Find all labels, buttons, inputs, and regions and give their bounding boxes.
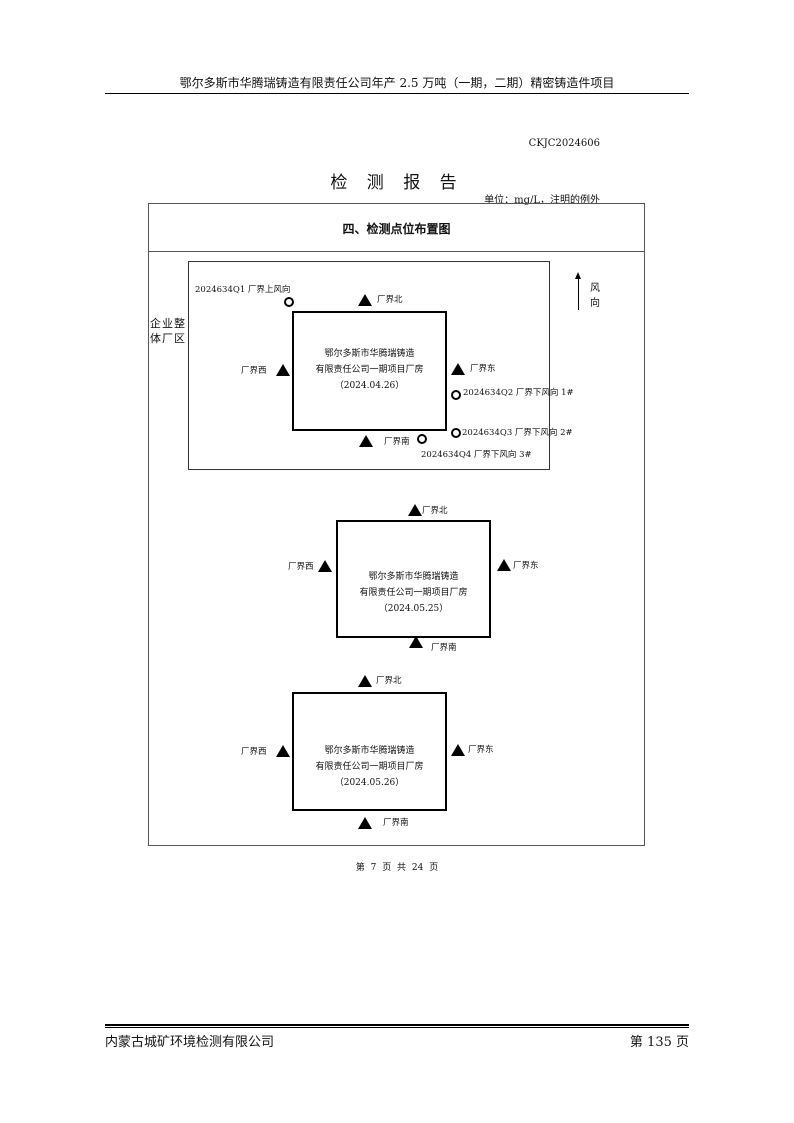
wind-label: 风向 bbox=[590, 283, 600, 309]
east-2-label: 厂界东 bbox=[513, 561, 539, 571]
building-2-date: （2024.05.25） bbox=[378, 604, 449, 614]
section-divider bbox=[148, 251, 645, 252]
q1-label: 2024634Q1 厂界上风向 bbox=[195, 285, 291, 295]
north-3-triangle-icon bbox=[358, 675, 372, 687]
diagram-frame bbox=[148, 203, 645, 846]
q4-label: 2024634Q4 厂界下风向 3# bbox=[421, 450, 532, 460]
building-2-line1: 鄂尔多斯市华腾瑞铸造 bbox=[368, 572, 459, 582]
south-2-label: 厂界南 bbox=[431, 643, 457, 653]
east-1-label: 厂界东 bbox=[470, 364, 496, 374]
building-2-line2: 有限责任公司一期项目厂房 bbox=[359, 588, 468, 598]
building-3 bbox=[292, 692, 447, 811]
south-1-label: 厂界南 bbox=[384, 437, 410, 447]
north-1-label: 厂界北 bbox=[377, 295, 403, 305]
building-1-label: 鄂尔多斯市华腾瑞铸造 有限责任公司一期项目厂房 （2024.04.26） bbox=[292, 346, 447, 394]
north-2-triangle-icon bbox=[408, 504, 422, 516]
q2-circle-icon bbox=[451, 390, 461, 400]
building-2-label: 鄂尔多斯市华腾瑞铸造 有限责任公司一期项目厂房 （2024.05.25） bbox=[336, 569, 491, 617]
north-2-label: 厂界北 bbox=[422, 506, 448, 516]
building-3-date: （2024.05.26） bbox=[334, 778, 405, 788]
north-1-triangle-icon bbox=[358, 294, 372, 306]
q2-label: 2024634Q2 厂界下风向 1# bbox=[463, 388, 574, 398]
building-3-line1: 鄂尔多斯市华腾瑞铸造 bbox=[324, 746, 415, 756]
q3-circle-icon bbox=[451, 428, 461, 438]
site-boundary bbox=[188, 261, 550, 470]
building-1 bbox=[292, 311, 447, 431]
south-2-triangle-icon bbox=[409, 636, 423, 648]
south-1-triangle-icon bbox=[359, 435, 373, 447]
unit-note: 单位：mg/L，注明的例外 bbox=[484, 195, 600, 206]
east-3-label: 厂界东 bbox=[468, 745, 494, 755]
footer-page-number: 第 135 页 bbox=[629, 1035, 689, 1050]
footer-divider-thin bbox=[105, 1027, 689, 1028]
south-3-triangle-icon bbox=[358, 817, 372, 829]
report-code: CKJC2024606 bbox=[528, 138, 600, 149]
inner-page-number: 第 7 页 共 24 页 bbox=[355, 863, 439, 873]
building-3-label: 鄂尔多斯市华腾瑞铸造 有限责任公司一期项目厂房 （2024.05.26） bbox=[292, 743, 447, 791]
q3-label: 2024634Q3 厂界下风向 2# bbox=[462, 428, 573, 438]
project-header: 鄂尔多斯市华腾瑞铸造有限责任公司年产 2.5 万吨（一期，二期）精密铸造件项目 bbox=[179, 76, 615, 90]
building-3-line2: 有限责任公司一期项目厂房 bbox=[315, 762, 424, 772]
header-divider bbox=[105, 93, 689, 94]
wind-arrow-icon bbox=[578, 274, 579, 310]
q4-circle-icon bbox=[417, 434, 427, 444]
site-label: 企业整体厂区 bbox=[150, 317, 186, 345]
footer-company: 内蒙古城矿环境检测有限公司 bbox=[105, 1035, 275, 1050]
west-1-triangle-icon bbox=[276, 364, 290, 376]
west-2-triangle-icon bbox=[318, 560, 332, 572]
east-1-triangle-icon bbox=[451, 363, 465, 375]
q1-circle-icon bbox=[284, 297, 294, 307]
west-3-triangle-icon bbox=[276, 745, 290, 757]
south-3-label: 厂界南 bbox=[383, 818, 409, 828]
west-3-label: 厂界西 bbox=[241, 747, 267, 757]
west-2-label: 厂界西 bbox=[288, 562, 314, 572]
building-1-date: （2024.04.26） bbox=[334, 381, 405, 391]
report-title: 检 测 报 告 bbox=[330, 173, 464, 193]
north-3-label: 厂界北 bbox=[376, 676, 402, 686]
building-1-line2: 有限责任公司一期项目厂房 bbox=[315, 365, 424, 375]
section-title: 四、检测点位布置图 bbox=[342, 222, 451, 236]
east-2-triangle-icon bbox=[497, 559, 511, 571]
building-1-line1: 鄂尔多斯市华腾瑞铸造 bbox=[324, 349, 415, 359]
east-3-triangle-icon bbox=[451, 744, 465, 756]
west-1-label: 厂界西 bbox=[241, 366, 267, 376]
footer-divider-thick bbox=[105, 1024, 689, 1026]
